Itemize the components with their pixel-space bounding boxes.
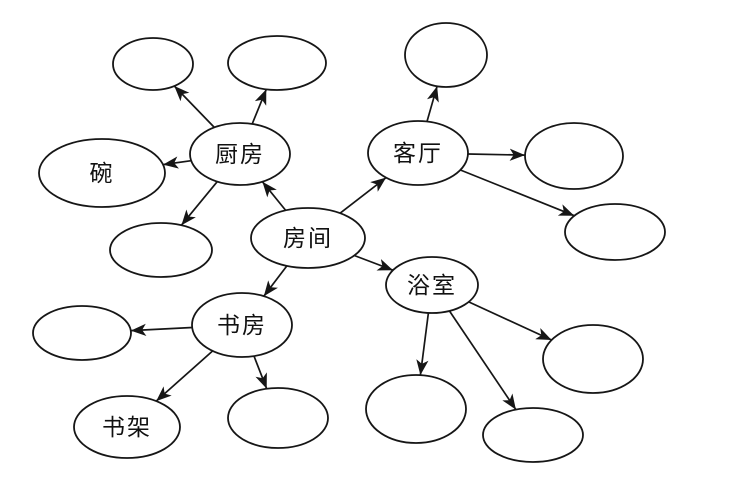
node-living-ellipse [367,120,469,186]
node-blank-8-ellipse [227,387,329,449]
edge-living-to-blank-4 [467,148,526,161]
edge-study-to-blank-8 [253,355,268,390]
node-blank-3-ellipse [404,22,488,88]
edge-kitchen-to-blank-6 [180,181,218,226]
node-blank-3 [404,22,488,88]
edge-room-to-bath [353,254,394,271]
edge-kitchen-to-bowl [162,156,192,169]
node-room-label: 房间 [283,226,333,251]
edge-bath-to-blank-11 [468,301,552,341]
edge-kitchen-to-blank-1 [173,85,215,128]
node-blank-9 [365,374,467,444]
node-blank-4 [524,122,624,190]
edge-room-to-living [339,176,387,214]
node-blank-5 [564,203,666,261]
node-blank-1 [112,37,194,91]
node-bowl-ellipse [38,138,166,208]
edge-room-to-kitchen [261,181,287,211]
edge-living-to-blank-5 [460,169,575,217]
edge-study-to-blank-7 [130,323,193,336]
node-study: 书房 [191,292,293,358]
node-blank-7 [32,305,132,361]
node-bath: 浴室 [385,256,479,314]
node-blank-2-ellipse [227,35,327,91]
edge-living-to-blank-3 [426,85,439,122]
node-blank-9-ellipse [365,374,467,444]
node-blank-10-ellipse [482,407,584,463]
node-blank-8 [227,387,329,449]
node-shelf-label: 书架 [102,415,152,440]
node-room-ellipse [250,207,366,269]
edge-bath-to-blank-9 [416,312,430,376]
node-bowl-label: 碗 [90,161,115,186]
edge-room-to-study [263,265,288,297]
node-shelf: 书架 [73,395,181,459]
node-bath-label: 浴室 [407,273,457,298]
node-kitchen: 厨房 [189,122,291,186]
node-living: 客厅 [367,120,469,186]
node-blank-7-ellipse [32,305,132,361]
edge-bath-to-blank-10 [448,310,517,411]
node-shelf-ellipse [73,395,181,459]
node-bowl: 碗 [38,138,166,208]
node-blank-1-ellipse [112,37,194,91]
node-blank-11 [542,324,644,394]
node-living-label: 客厅 [393,141,443,166]
node-kitchen-ellipse [189,122,291,186]
node-blank-5-ellipse [564,203,666,261]
node-blank-6-ellipse [109,222,213,278]
node-blank-4-ellipse [524,122,624,190]
node-kitchen-label: 厨房 [215,142,265,167]
node-blank-6 [109,222,213,278]
node-bath-ellipse [385,256,479,314]
node-blank-2 [227,35,327,91]
edge-study-to-shelf [155,350,214,402]
node-blank-10 [482,407,584,463]
node-study-label: 书房 [217,313,267,338]
edge-kitchen-to-blank-2 [251,88,268,125]
node-room: 房间 [250,207,366,269]
node-blank-11-ellipse [542,324,644,394]
node-study-ellipse [191,292,293,358]
